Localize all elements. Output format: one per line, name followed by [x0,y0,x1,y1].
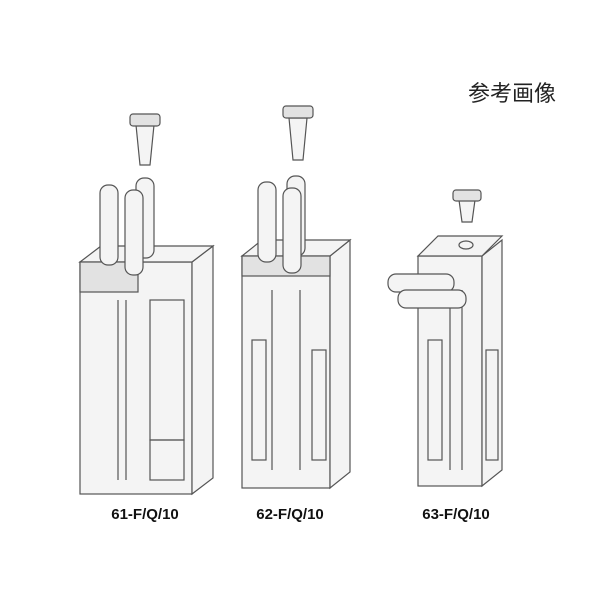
product-label-63: 63-F/Q/10 [422,506,490,523]
product-label-61: 61-F/Q/10 [111,506,179,523]
product-label-62: 62-F/Q/10 [256,506,324,523]
cuvette-62-illustration [240,105,352,490]
reference-image-caption: 参考画像 [468,81,557,106]
cuvette-61-illustration [78,113,215,496]
cuvette-63-illustration [387,189,504,488]
